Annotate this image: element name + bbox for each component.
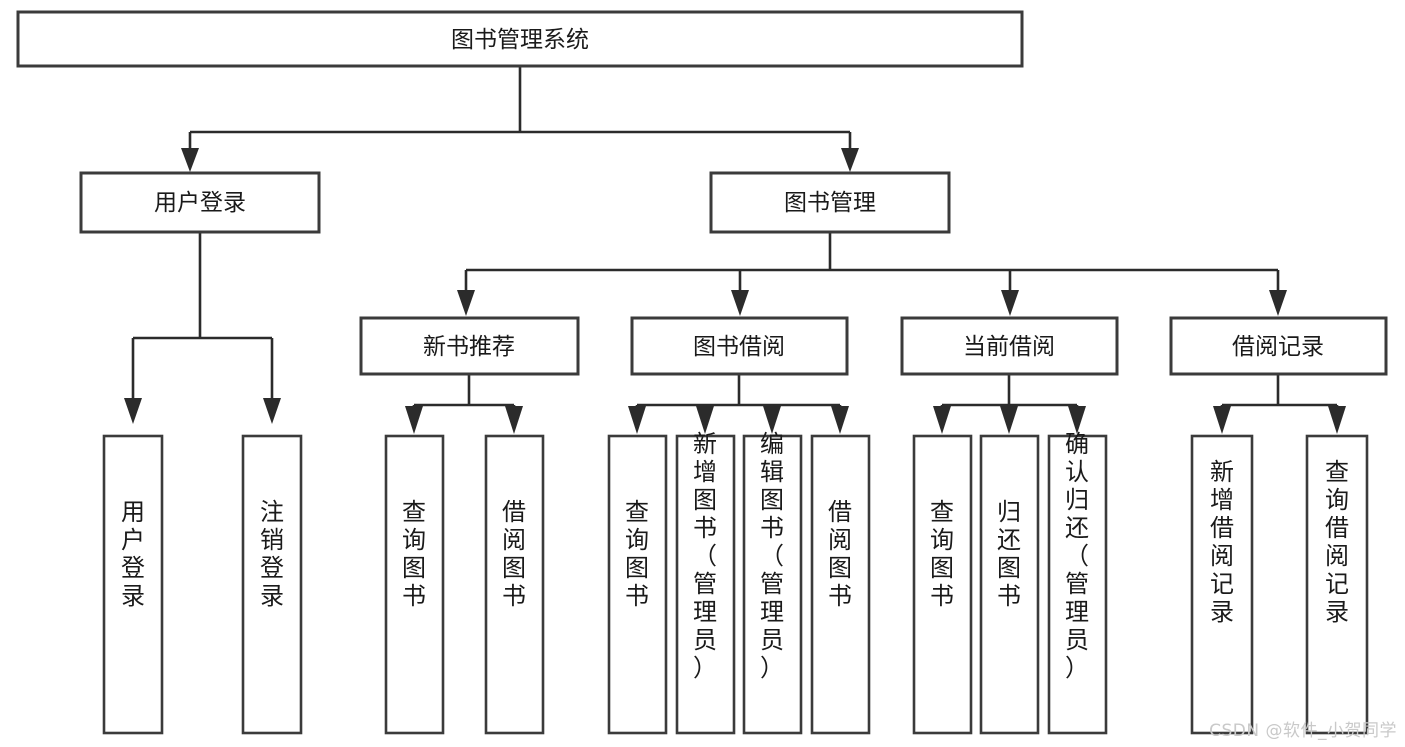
node-root-label: 图书管理系统 [451,27,589,53]
node-leaf-query-book-3[interactable]: 查询图书 [912,434,973,735]
arrowhead-leaf-logout-login [263,398,281,424]
node-leaf-confirm-return-label: 确认归还（管理员） [1065,430,1089,682]
arrowhead-leaf-query-book-1 [405,406,423,434]
node-leaf-query-book-2[interactable]: 查询图书 [607,434,668,735]
node-current-borrow-box[interactable] [900,316,1119,376]
node-leaf-query-record-label: 查询借阅记录 [1325,458,1349,626]
node-leaf-add-record-label: 新增借阅记录 [1210,458,1234,626]
node-leaf-query-record[interactable]: 查询借阅记录 [1305,434,1369,735]
node-current-borrow-label: 当前借阅 [963,334,1055,360]
node-leaf-confirm-return[interactable]: 确认归还（管理员） [1047,430,1108,735]
node-leaf-logout-login[interactable]: 注销登录 [241,434,303,735]
arrowhead-new-book-recommend [457,290,475,316]
node-user-login[interactable]: 用户登录 [79,171,321,234]
node-leaf-borrow-book-1-label: 借阅图书 [502,498,526,610]
node-leaf-add-book-box[interactable] [675,434,736,735]
arrowhead-leaf-return-book [1000,406,1018,434]
node-user-login-box[interactable] [79,171,321,234]
arrowhead-current-borrow [1001,290,1019,316]
node-book-borrow[interactable]: 图书借阅 [630,316,849,376]
arrowhead-leaf-edit-book [763,406,781,434]
node-leaf-query-book-1[interactable]: 查询图书 [384,434,445,735]
node-book-borrow-box[interactable] [630,316,849,376]
arrowhead-leaf-query-book-3 [933,406,951,434]
node-leaf-edit-book[interactable]: 编辑图书（管理员） [742,430,803,735]
node-leaf-borrow-book-2-label: 借阅图书 [828,498,852,610]
node-leaf-borrow-book-2[interactable]: 借阅图书 [810,434,871,735]
node-leaf-query-book-1-label: 查询图书 [402,498,426,610]
node-borrow-record-label: 借阅记录 [1232,334,1324,360]
arrowhead-user-login [181,148,199,172]
node-leaf-query-book-1-box[interactable] [384,434,445,735]
arrowhead-leaf-user-login [124,398,142,424]
arrowhead-borrow-record [1269,290,1287,316]
node-leaf-logout-login-box[interactable] [241,434,303,735]
node-leaf-edit-book-label: 编辑图书（管理员） [760,430,784,682]
node-leaf-return-book[interactable]: 归还图书 [979,434,1040,735]
node-leaf-query-book-3-label: 查询图书 [930,498,954,610]
node-leaf-add-record-box[interactable] [1190,434,1254,735]
arrowhead-leaf-borrow-book-2 [831,406,849,434]
node-leaf-add-record[interactable]: 新增借阅记录 [1190,434,1254,735]
csdn-watermark: CSDN @软件_小贺同学 [1209,721,1397,741]
arrowhead-leaf-query-record [1328,406,1346,434]
node-leaf-add-book[interactable]: 新增图书（管理员） [675,430,736,735]
node-leaf-query-book-3-box[interactable] [912,434,973,735]
arrowhead-leaf-confirm-return [1068,406,1086,434]
node-book-management[interactable]: 图书管理 [709,171,951,234]
node-leaf-borrow-book-1[interactable]: 借阅图书 [484,434,545,735]
arrowhead-leaf-borrow-book-1 [505,406,523,434]
node-leaf-user-login-label: 用户登录 [121,498,145,610]
node-leaf-logout-login-label: 注销登录 [260,498,284,610]
arrowhead-leaf-query-book-2 [628,406,646,434]
node-leaf-user-login[interactable]: 用户登录 [102,434,164,735]
node-new-book-recommend[interactable]: 新书推荐 [359,316,580,376]
node-new-book-recommend-label: 新书推荐 [423,334,515,360]
connector-layer [124,66,1346,434]
node-book-borrow-label: 图书借阅 [693,334,785,360]
node-leaf-edit-book-box[interactable] [742,434,803,735]
arrowhead-leaf-add-book [696,406,714,434]
node-leaf-add-book-label: 新增图书（管理员） [693,430,717,682]
node-leaf-query-book-2-box[interactable] [607,434,668,735]
node-user-login-label: 用户登录 [154,190,246,216]
node-leaf-return-book-box[interactable] [979,434,1040,735]
node-borrow-record-box[interactable] [1169,316,1388,376]
node-leaf-return-book-label: 归还图书 [997,498,1021,610]
arrowhead-book-management [841,148,859,172]
node-book-management-box[interactable] [709,171,951,234]
arrowhead-leaf-add-record [1213,406,1231,434]
node-leaf-borrow-book-2-box[interactable] [810,434,871,735]
node-leaf-query-book-2-label: 查询图书 [625,498,649,610]
node-borrow-record[interactable]: 借阅记录 [1169,316,1388,376]
node-root[interactable]: 图书管理系统 [16,10,1024,68]
node-current-borrow[interactable]: 当前借阅 [900,316,1119,376]
node-leaf-user-login-box[interactable] [102,434,164,735]
node-root-box[interactable] [16,10,1024,68]
arrowhead-book-borrow [731,290,749,316]
node-book-management-label: 图书管理 [784,190,876,216]
node-new-book-recommend-box[interactable] [359,316,580,376]
node-leaf-borrow-book-1-box[interactable] [484,434,545,735]
node-leaf-query-record-box[interactable] [1305,434,1369,735]
node-leaf-confirm-return-box[interactable] [1047,434,1108,735]
